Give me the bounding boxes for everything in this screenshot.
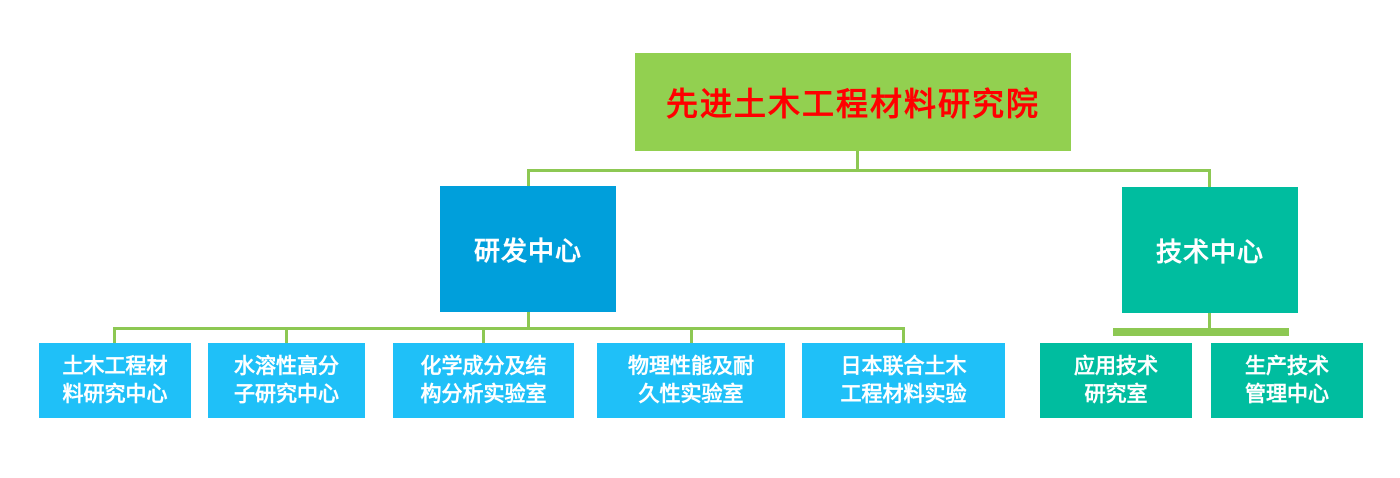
node-water-soluble-polymer-research-center: 水溶性高分 子研究中心 (208, 343, 365, 418)
connector-drop-tech (1208, 169, 1211, 187)
node-applied-technology-lab: 应用技术 研究室 (1040, 343, 1192, 418)
node-chemical-composition-structure-lab: 化学成分及结 构分析实验室 (393, 343, 574, 418)
connector-root-stub (856, 151, 859, 170)
connector-drop-rd (527, 169, 530, 186)
node-tech-center: 技术中心 (1122, 187, 1298, 313)
connector-rd-drop-4 (690, 327, 693, 343)
root-node-institute: 先进土木工程材料研究院 (635, 53, 1071, 151)
node-japan-joint-civil-materials-lab: 日本联合土木 工程材料实验 (802, 343, 1005, 418)
connector-rd-drop-5 (902, 327, 905, 343)
connector-tech-thick-bar (1113, 328, 1289, 336)
connector-rd-drop-3 (482, 327, 485, 343)
connector-rd-drop-2 (285, 327, 288, 343)
node-production-tech-management-center: 生产技术 管理中心 (1211, 343, 1363, 418)
connector-rd-stub (527, 312, 530, 329)
node-civil-materials-research-center: 土木工程材 料研究中心 (39, 343, 191, 418)
connector-rd-drop-1 (113, 327, 116, 343)
node-physical-performance-durability-lab: 物理性能及耐 久性实验室 (597, 343, 785, 418)
connector-main-horizontal (527, 169, 1211, 172)
connector-rd-horizontal (113, 327, 905, 330)
node-rd-center: 研发中心 (440, 186, 616, 312)
connector-tech-stub (1208, 313, 1211, 328)
